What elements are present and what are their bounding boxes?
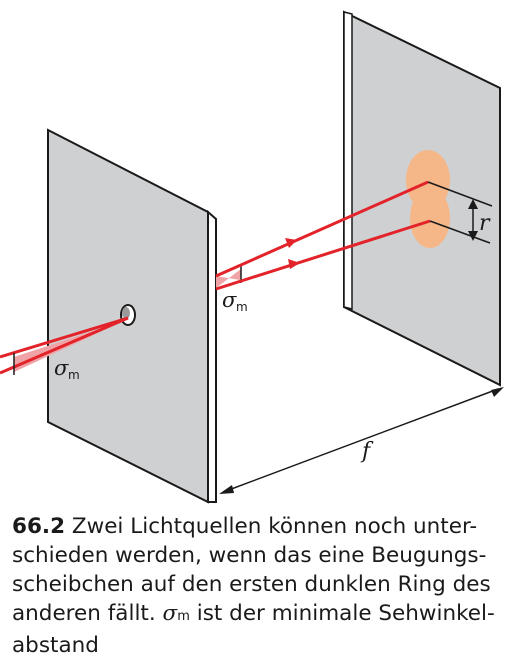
caption-text-before: Zwei Lichtquellen können noch unter-schi… <box>12 514 491 626</box>
aperture-screen-edge <box>207 209 217 503</box>
radius-label: r <box>479 211 491 236</box>
figure-number: 66.2 <box>12 514 66 539</box>
figure-caption: 66.2 Zwei Lichtquellen können noch unter… <box>12 512 517 660</box>
caption-sigma: σ <box>162 601 178 626</box>
sigma-subscript-front: m <box>68 368 80 382</box>
sigma-subscript-exit: m <box>236 300 248 314</box>
sigma-label-front: σ <box>54 356 69 380</box>
caption-sigma-subscript: m <box>177 609 190 624</box>
radius-marker <box>427 181 493 244</box>
sigma-label-exit: σ <box>222 288 237 312</box>
incoming-angle-wedge <box>14 320 126 372</box>
diffraction-disks <box>406 150 450 248</box>
caption-text-after: ist der minimale Sehwinkel-abstand <box>12 601 495 658</box>
outgoing-ray-lower <box>215 219 431 291</box>
incoming-ray-upper <box>0 316 129 359</box>
incoming-ray-lower <box>0 316 129 375</box>
outgoing-rays <box>215 180 431 291</box>
ray-arrow-lower <box>288 259 300 269</box>
outgoing-ray-upper <box>215 180 429 278</box>
focal-length-label: f <box>360 439 374 464</box>
incoming-rays <box>0 316 129 375</box>
diffraction-disk-lower <box>410 188 450 248</box>
ray-arrow-upper <box>285 238 297 248</box>
focal-length-marker <box>219 387 504 494</box>
diffraction-diagram: σ m σ m r f <box>0 10 504 504</box>
outgoing-angle-wedge <box>216 269 241 288</box>
observation-screen-edge <box>343 11 353 310</box>
aperture-hole <box>120 304 136 326</box>
